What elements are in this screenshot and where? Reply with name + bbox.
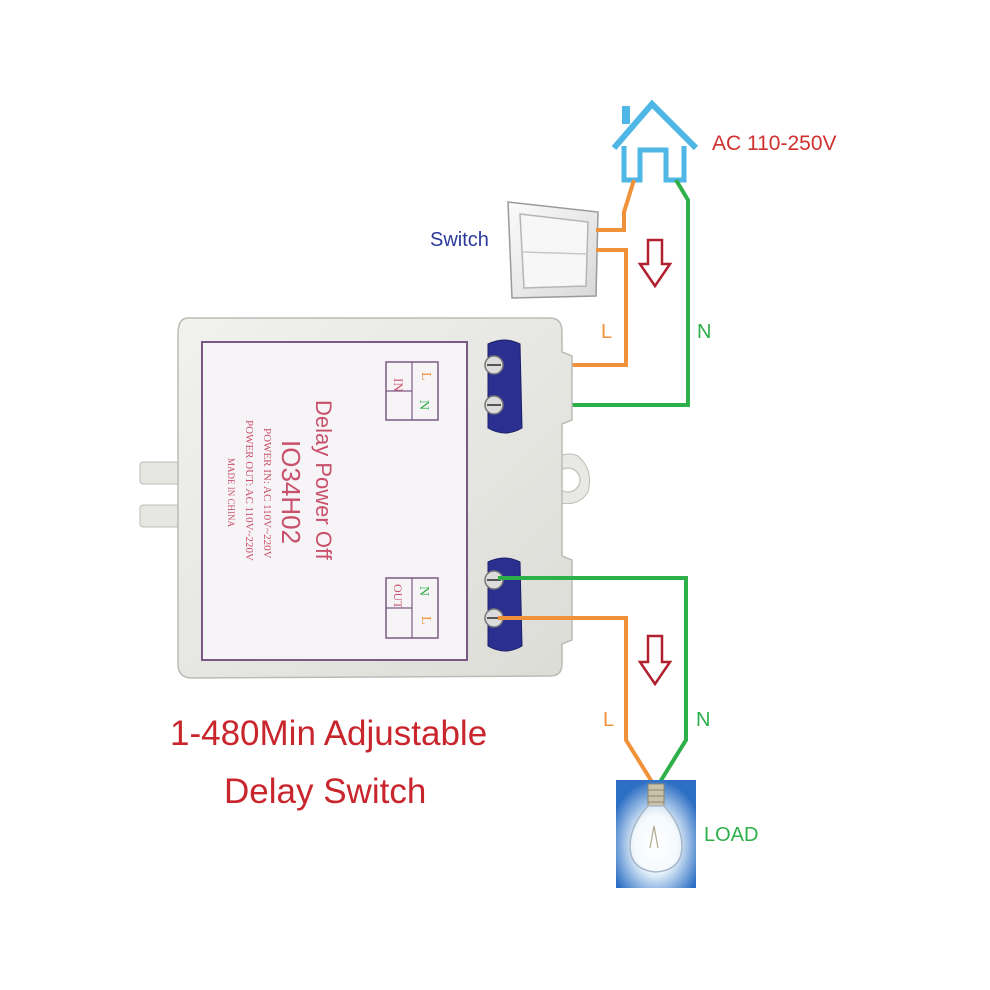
bottom-neutral-wire <box>498 576 688 784</box>
in-block-label: IN <box>391 378 406 392</box>
switch-label: Switch <box>430 229 489 251</box>
ac-supply-label: AC 110-250V <box>712 132 837 155</box>
device-power-in: POWER IN: AC 110V~220V <box>261 428 273 559</box>
in-terminal-n: N <box>416 400 431 410</box>
device-made-in: MADE IN CHINA <box>226 458 236 527</box>
house-icon <box>611 99 699 183</box>
bottom-live-label: L <box>603 709 614 731</box>
delay-module <box>139 317 591 679</box>
load-label: LOAD <box>704 824 758 846</box>
out-terminal-l: L <box>418 616 433 625</box>
out-block-label: OUT <box>391 584 405 609</box>
terminal-screw <box>484 395 504 415</box>
top-neutral-wire <box>498 178 690 407</box>
caption-line-2: Delay Switch <box>224 772 426 811</box>
light-bulb-icon <box>616 780 696 888</box>
device-name: Delay Power Off <box>311 400 336 561</box>
in-terminal-l: L <box>418 372 433 381</box>
down-arrow-icon <box>637 238 673 289</box>
bottom-live-wire <box>498 616 654 784</box>
caption-line-1: 1-480Min Adjustable <box>170 714 487 753</box>
down-arrow-icon <box>637 634 673 687</box>
wall-switch-icon <box>507 201 599 299</box>
out-terminal-n: N <box>416 586 431 596</box>
device-model: IO34H02 <box>276 440 306 544</box>
bottom-neutral-label: N <box>696 709 710 731</box>
top-neutral-label: N <box>697 321 711 343</box>
terminal-screw <box>484 355 504 375</box>
device-power-out: POWER OUT: AC 110V~220V <box>243 420 255 561</box>
top-live-label: L <box>601 321 612 343</box>
